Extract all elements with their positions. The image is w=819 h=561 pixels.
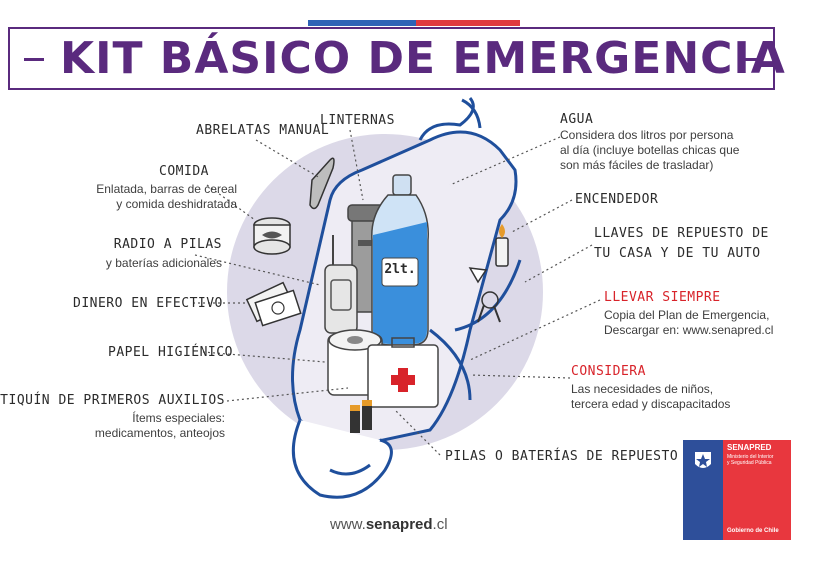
consider-desc-1: Las necesidades de niños, (571, 382, 714, 396)
money-icon (245, 281, 302, 327)
title-dash-right (739, 58, 759, 61)
logo-sub-2: y Seguridad Pública (727, 460, 772, 466)
always-carry-desc-1: Copia del Plan de Emergencia, (604, 308, 770, 322)
title-dash-left (24, 58, 44, 61)
food-desc-1: Enlatada, barras de cereal (96, 182, 237, 196)
label-can-opener: ABRELATAS MANUAL (196, 123, 330, 138)
label-flashlights: LINTERNAS (320, 113, 395, 128)
label-toilet-paper: PAPEL HIGIÉNICO (108, 345, 233, 360)
coat-of-arms-icon (695, 452, 711, 468)
label-consider: CONSIDERA (571, 364, 646, 379)
lighter-icon (495, 224, 509, 267)
flag-stripe-red (416, 20, 520, 26)
first-aid-desc-1: Ítems especiales: (132, 411, 225, 425)
label-first-aid: BOTIQUÍN DE PRIMEROS AUXILIOS (0, 393, 225, 408)
can-opener-icon (309, 157, 335, 210)
label-radio: RADIO A PILAS (113, 237, 222, 252)
water-desc-3: son más fáciles de trasladar) (560, 158, 714, 172)
food-desc-2: y comida deshidratada (116, 197, 237, 211)
logo-government: Gobierno de Chile (727, 528, 779, 534)
bottle-label: 2lt. (384, 262, 416, 277)
first-aid-kit-icon (367, 337, 439, 408)
food-can-icon (253, 217, 291, 255)
consider-desc-2: tercera edad y discapacitados (571, 397, 731, 411)
footer-url[interactable]: www.senapred.cl (330, 516, 448, 533)
water-desc-2: al día (incluye botellas chicas que (560, 143, 740, 157)
logo-name: SENAPRED (727, 443, 772, 452)
logo-blue-panel (683, 440, 723, 540)
leader-lines (193, 129, 601, 456)
batteries-icon (350, 400, 372, 433)
label-keys-1: LLAVES DE REPUESTO DE (594, 226, 769, 241)
label-water: AGUA (560, 112, 594, 127)
label-cash: DINERO EN EFECTIVO (73, 296, 223, 311)
footer-url-brand: senapred (365, 516, 433, 533)
label-lighter: ENCENDEDOR (575, 192, 659, 207)
water-desc-1: Considera dos litros por persona (560, 128, 734, 142)
footer-url-suffix: .cl (432, 516, 448, 533)
keys-icon (468, 267, 501, 323)
flag-stripe (308, 20, 520, 26)
label-always-carry: LLEVAR SIEMPRE (604, 290, 721, 305)
label-keys-2: TU CASA Y DE TU AUTO (594, 246, 761, 261)
label-spare-batteries: PILAS O BATERÍAS DE REPUESTO (445, 449, 679, 464)
label-food: COMIDA (159, 164, 209, 179)
footer-url-prefix: www. (330, 516, 366, 533)
logo-sub-1: Ministerio del Interior (727, 454, 774, 460)
title-banner: KIT BÁSICO DE EMERGENCIA (8, 27, 786, 90)
page-title: KIT BÁSICO DE EMERGENCIA (60, 33, 786, 84)
flag-stripe-blue (308, 20, 416, 26)
first-aid-desc-2: medicamentos, anteojos (94, 426, 225, 440)
always-carry-desc-2: Descargar en: www.senapred.cl (604, 323, 774, 337)
water-bottle-icon (371, 174, 429, 346)
radio-desc: y baterías adicionales (105, 256, 222, 270)
